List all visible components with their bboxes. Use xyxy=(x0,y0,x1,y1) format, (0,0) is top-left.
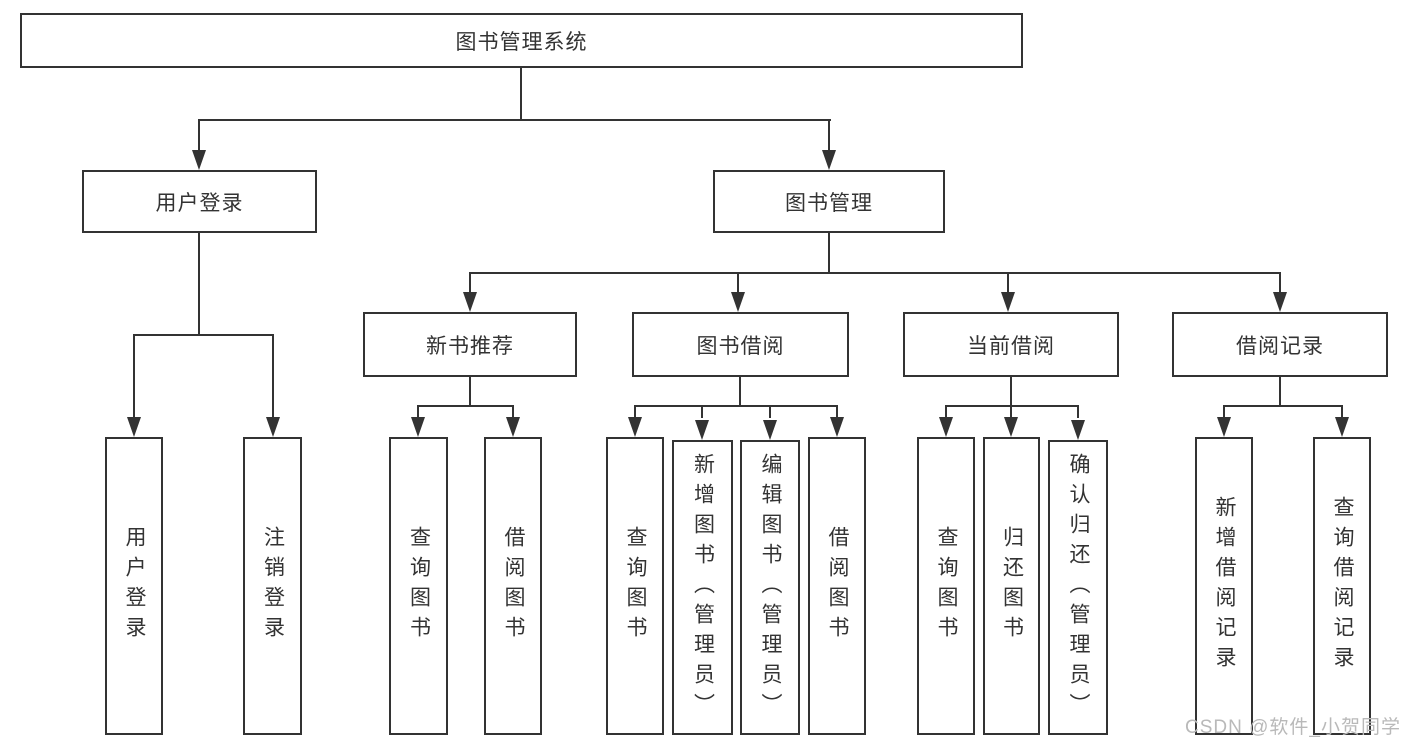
node-add-book-admin: 新增图书（管理员） xyxy=(672,440,733,735)
node-label: 当前借阅 xyxy=(967,334,1055,358)
arrowhead-down xyxy=(1335,417,1349,437)
arrowhead-down xyxy=(1001,292,1015,312)
arrowhead-down xyxy=(1004,417,1018,437)
node-query-books: 查询图书 xyxy=(917,437,975,735)
node-login: 用户登录 xyxy=(105,437,163,735)
node-label: 用户登录 xyxy=(123,526,146,646)
connector-v-line xyxy=(828,119,830,152)
node-query-borrow-record: 查询借阅记录 xyxy=(1313,437,1371,735)
node-label: 借阅记录 xyxy=(1236,334,1324,358)
node-label: 归还图书 xyxy=(1000,526,1024,646)
arrowhead-down xyxy=(506,417,520,437)
node-label: 注销登录 xyxy=(261,526,285,646)
node-label: 查询图书 xyxy=(935,526,958,646)
node-return-books: 归还图书 xyxy=(983,437,1040,735)
arrowhead-down xyxy=(266,417,280,437)
arrowhead-down xyxy=(763,420,777,440)
arrowhead-down xyxy=(695,420,709,440)
connector-h-line xyxy=(198,119,831,121)
connector-h-line xyxy=(1223,405,1343,407)
connector-v-line xyxy=(945,405,947,418)
connector-v-line xyxy=(701,405,703,418)
connector-h-line xyxy=(417,405,514,407)
node-label: 图书管理 xyxy=(785,191,873,215)
node-label: 新增借阅记录 xyxy=(1213,496,1236,676)
connector-v-line xyxy=(1077,405,1079,418)
connector-h-line xyxy=(133,334,274,336)
arrowhead-down xyxy=(731,292,745,312)
node-current-borrowing: 当前借阅 xyxy=(903,312,1119,377)
connector-h-line xyxy=(945,405,1079,407)
connector-v-line xyxy=(836,405,838,418)
connector-v-line xyxy=(1279,272,1281,295)
node-edit-book-admin: 编辑图书（管理员） xyxy=(740,440,800,735)
connector-v-line xyxy=(1341,405,1343,418)
arrowhead-down xyxy=(822,150,836,170)
arrowhead-down xyxy=(192,150,206,170)
node-label: 新增图书（管理员） xyxy=(691,452,715,723)
connector-v-line xyxy=(198,233,200,336)
node-logout: 注销登录 xyxy=(243,437,302,735)
arrowhead-down xyxy=(830,417,844,437)
node-label: 用户登录 xyxy=(155,191,244,215)
node-label: 查询借阅记录 xyxy=(1331,496,1354,676)
connector-v-line xyxy=(1279,377,1281,407)
connector-v-line xyxy=(737,272,739,295)
arrowhead-down xyxy=(463,292,477,312)
node-borrow-books: 借阅图书 xyxy=(808,437,866,735)
connector-v-line xyxy=(634,405,636,418)
arrowhead-down xyxy=(939,417,953,437)
connector-v-line xyxy=(1010,405,1012,418)
arrowhead-down xyxy=(411,417,425,437)
node-user-login: 用户登录 xyxy=(82,170,317,233)
node-label: 查询图书 xyxy=(624,526,647,646)
connector-v-line xyxy=(469,377,471,407)
node-label: 编辑图书（管理员） xyxy=(759,452,782,723)
connector-v-line xyxy=(769,405,771,418)
connector-v-line xyxy=(1223,405,1225,418)
node-label: 图书借阅 xyxy=(696,334,785,358)
connector-v-line xyxy=(512,405,514,418)
node-label: 确认归还（管理员） xyxy=(1067,452,1090,723)
node-label: 借阅图书 xyxy=(826,526,849,646)
connector-v-line xyxy=(739,377,741,407)
node-add-borrow-record: 新增借阅记录 xyxy=(1195,437,1253,735)
node-label: 图书管理系统 xyxy=(455,30,588,54)
arrowhead-down xyxy=(628,417,642,437)
node-label: 借阅图书 xyxy=(502,526,525,646)
node-query-books: 查询图书 xyxy=(389,437,448,735)
node-borrowing-records: 借阅记录 xyxy=(1172,312,1388,377)
node-label: 新书推荐 xyxy=(426,334,514,358)
connector-v-line xyxy=(1007,272,1009,295)
node-library-management-system: 图书管理系统 xyxy=(20,13,1023,68)
connector-v-line xyxy=(520,68,522,119)
connector-v-line xyxy=(133,334,135,418)
arrowhead-down xyxy=(1217,417,1231,437)
connector-v-line xyxy=(828,233,830,274)
connector-h-line xyxy=(469,272,1281,274)
connector-v-line xyxy=(417,405,419,418)
arrowhead-down xyxy=(127,417,141,437)
connector-v-line xyxy=(272,334,274,418)
node-book-borrowing: 图书借阅 xyxy=(632,312,849,377)
connector-v-line xyxy=(469,272,471,295)
connector-v-line xyxy=(1010,377,1012,407)
csdn-watermark: CSDN @软件_小贺同学 xyxy=(1185,717,1401,738)
arrowhead-down xyxy=(1273,292,1287,312)
node-book-management: 图书管理 xyxy=(713,170,945,233)
node-label: 查询图书 xyxy=(407,526,431,646)
connector-v-line xyxy=(198,119,200,152)
node-borrow-books: 借阅图书 xyxy=(484,437,542,735)
node-confirm-return-admin: 确认归还（管理员） xyxy=(1048,440,1108,735)
connector-h-line xyxy=(634,405,838,407)
arrowhead-down xyxy=(1071,420,1085,440)
node-new-book-recommendation: 新书推荐 xyxy=(363,312,577,377)
node-query-books: 查询图书 xyxy=(606,437,664,735)
